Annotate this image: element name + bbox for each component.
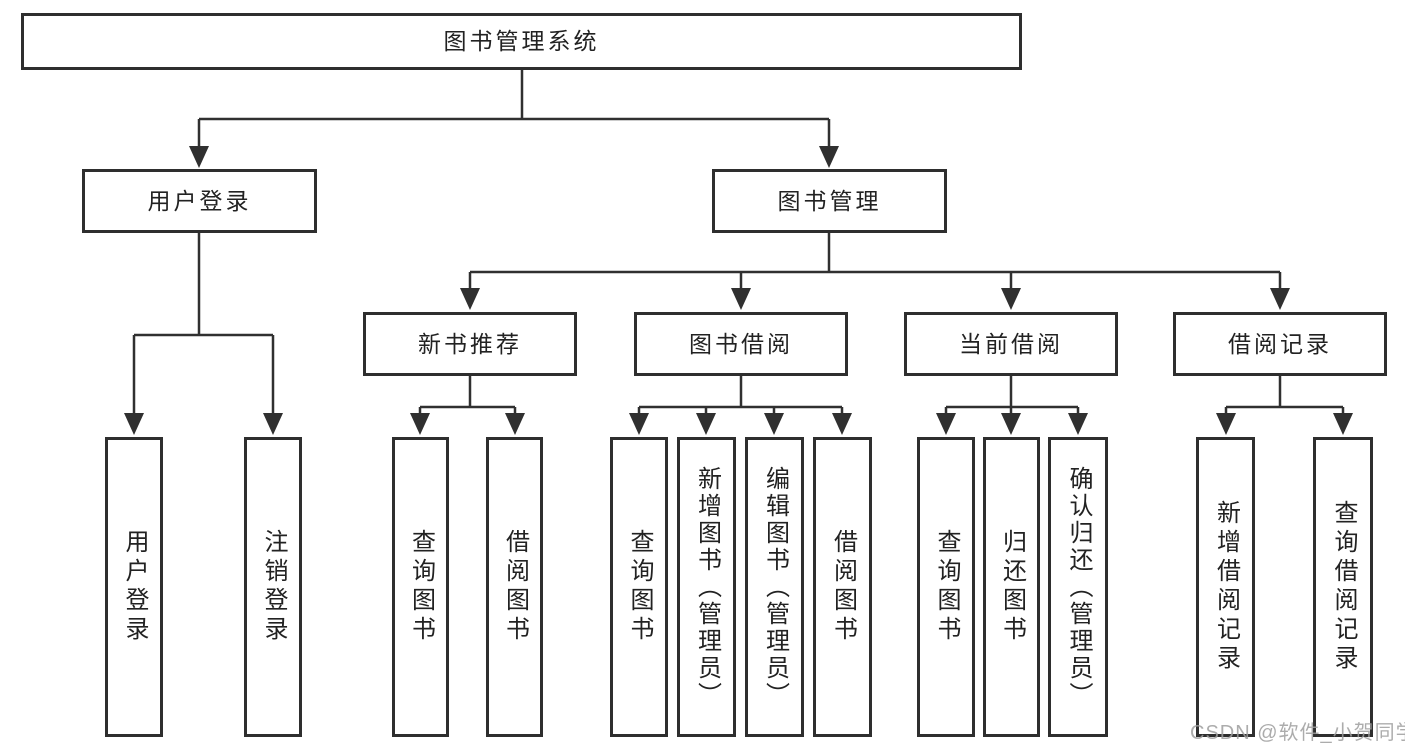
leaf-label: 查询图书 xyxy=(933,529,960,645)
leaf-label: 借阅图书 xyxy=(501,529,529,645)
leaf-label: 借阅图书 xyxy=(829,529,857,645)
arrowhead-icon xyxy=(410,413,430,435)
arrowhead-icon xyxy=(505,413,525,435)
leaf-query-borrow-record: 查询借阅记录 xyxy=(1313,437,1373,737)
leaf-add-books-admin: 新增图书（管理员） xyxy=(677,437,736,737)
leaf-query-books-current: 查询图书 xyxy=(917,437,975,737)
node-current-borrowing: 当前借阅 xyxy=(904,312,1118,376)
node-label: 图书管理 xyxy=(777,187,882,214)
arrowhead-icon xyxy=(1068,413,1088,435)
node-label: 借阅记录 xyxy=(1228,330,1332,357)
leaf-label: 用户登录 xyxy=(121,529,148,645)
node-label: 新书推荐 xyxy=(418,330,522,357)
leaf-label: 查询图书 xyxy=(407,529,435,645)
arrowhead-icon xyxy=(1216,413,1236,435)
arrowhead-icon xyxy=(263,413,283,435)
leaf-logout: 注销登录 xyxy=(244,437,302,737)
leaf-label: 归还图书 xyxy=(998,529,1026,645)
arrowhead-icon xyxy=(460,288,480,310)
leaf-borrow-books: 借阅图书 xyxy=(813,437,872,737)
arrowhead-icon xyxy=(1001,413,1021,435)
leaf-label: 编辑图书（管理员） xyxy=(761,465,789,709)
arrowhead-icon xyxy=(936,413,956,435)
leaf-label: 查询借阅记录 xyxy=(1330,500,1357,674)
arrowhead-icon xyxy=(832,413,852,435)
arrowhead-icon xyxy=(696,413,716,435)
leaf-borrow-books-recommend: 借阅图书 xyxy=(486,437,543,737)
leaf-label: 新增图书（管理员） xyxy=(693,465,721,709)
arrowhead-icon xyxy=(1001,288,1021,310)
node-label: 用户登录 xyxy=(147,187,252,214)
leaf-label: 确认归还（管理员） xyxy=(1065,465,1092,709)
arrowhead-icon xyxy=(731,288,751,310)
leaf-label: 注销登录 xyxy=(260,529,287,645)
leaf-label: 新增借阅记录 xyxy=(1212,500,1240,674)
node-borrowing-records: 借阅记录 xyxy=(1173,312,1387,376)
arrowhead-icon xyxy=(764,413,784,435)
node-user-login: 用户登录 xyxy=(82,169,317,233)
leaf-query-books-borrow: 查询图书 xyxy=(610,437,668,737)
arrowhead-icon xyxy=(1333,413,1353,435)
leaf-confirm-return-admin: 确认归还（管理员） xyxy=(1048,437,1108,737)
leaf-edit-books-admin: 编辑图书（管理员） xyxy=(745,437,804,737)
leaf-label: 查询图书 xyxy=(626,529,653,645)
arrowhead-icon xyxy=(1270,288,1290,310)
node-book-borrowing: 图书借阅 xyxy=(634,312,848,376)
node-library-system-root: 图书管理系统 xyxy=(21,13,1022,70)
node-new-book-recommend: 新书推荐 xyxy=(363,312,577,376)
node-label: 图书借阅 xyxy=(689,330,793,357)
leaf-user-login: 用户登录 xyxy=(105,437,163,737)
node-label: 当前借阅 xyxy=(959,330,1063,357)
leaf-return-books: 归还图书 xyxy=(983,437,1040,737)
arrowhead-icon xyxy=(819,146,839,168)
node-book-management: 图书管理 xyxy=(712,169,947,233)
arrowhead-icon xyxy=(189,146,209,168)
arrowhead-icon xyxy=(629,413,649,435)
arrowhead-icon xyxy=(124,413,144,435)
csdn-watermark: CSDN @软件_小贺同学 xyxy=(1190,722,1405,744)
leaf-query-books-recommend: 查询图书 xyxy=(392,437,449,737)
node-label: 图书管理系统 xyxy=(443,28,600,54)
leaf-add-borrow-record: 新增借阅记录 xyxy=(1196,437,1255,737)
